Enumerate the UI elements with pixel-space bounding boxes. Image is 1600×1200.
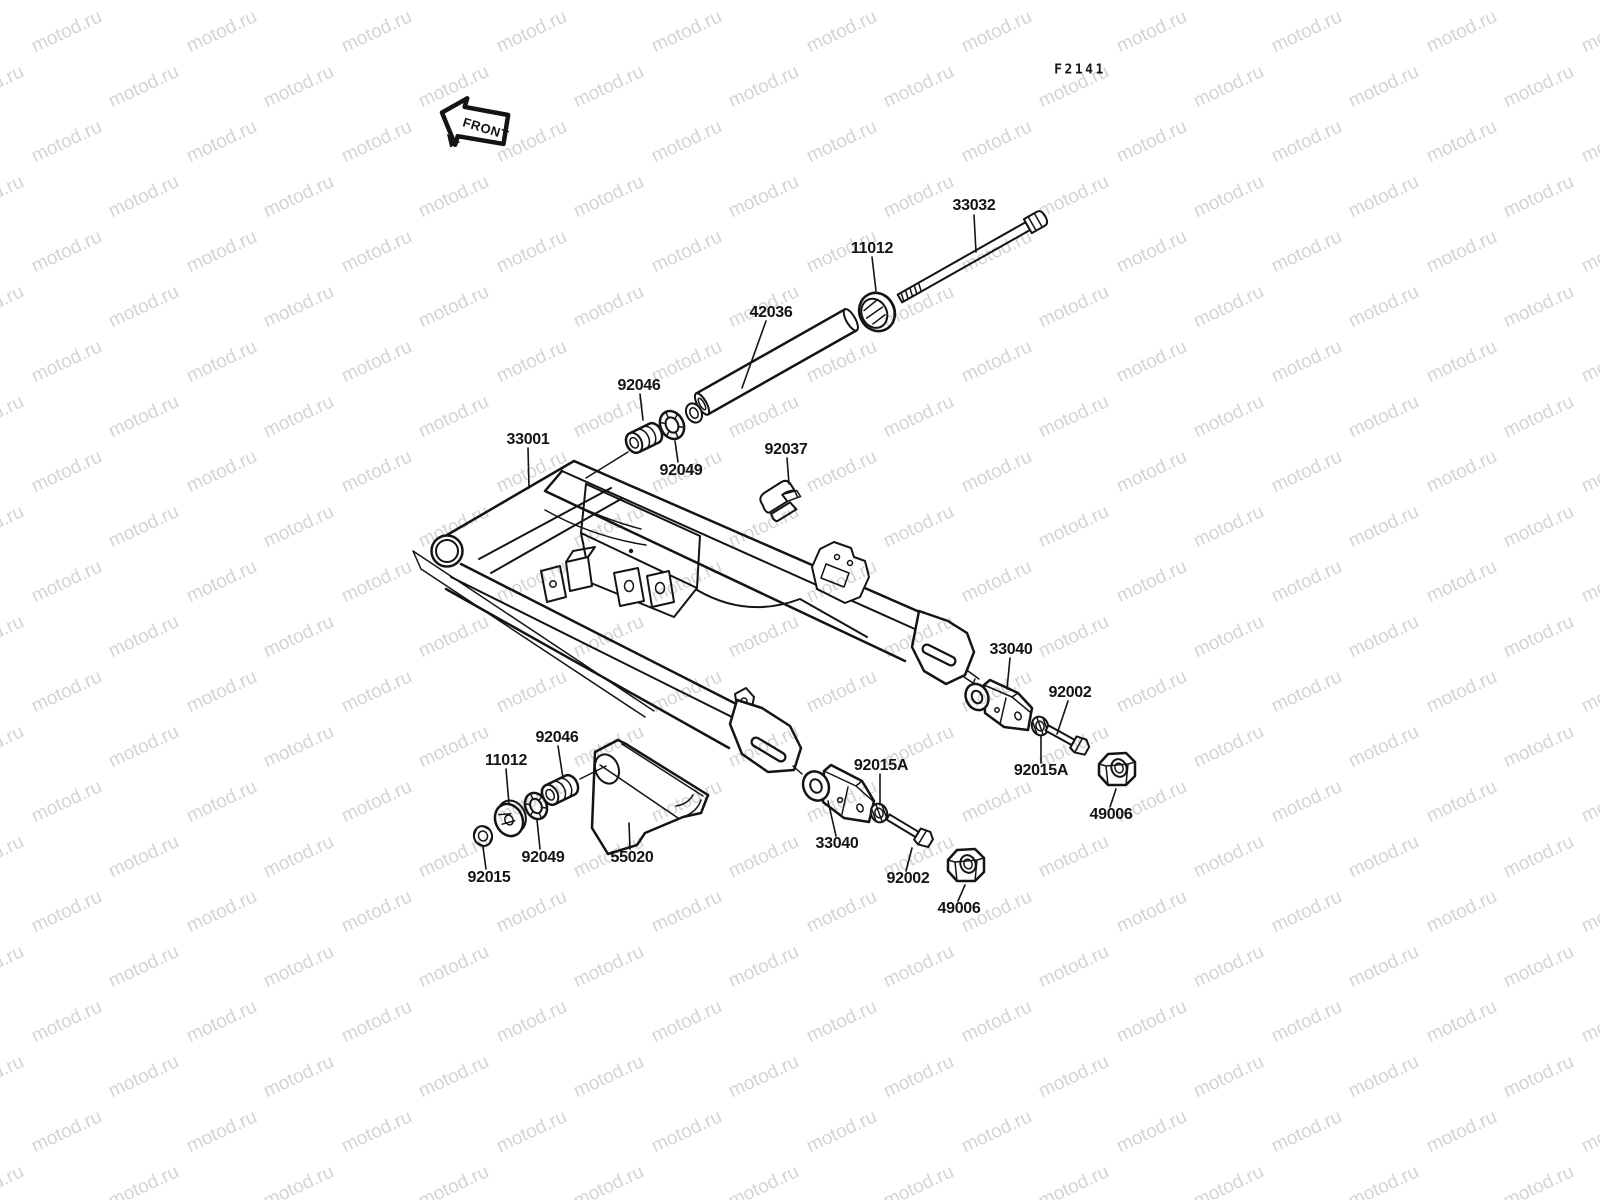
chain-guard-bracket-drawing [590, 738, 710, 856]
leader-line-pivot-bushing-lower [557, 745, 564, 779]
pivot-bolt-drawing [896, 210, 1049, 304]
leader-line-chain-adjuster-lower [827, 800, 837, 837]
leader-line-adjuster-bolt-upper [1056, 700, 1069, 735]
leader-line-pivot-bushing-upper [639, 393, 644, 421]
adjuster-bolt-lower-drawing [885, 813, 934, 849]
chain-adjuster-upper-drawing [964, 678, 1034, 732]
leader-line-chain-adjuster-upper [1006, 657, 1011, 690]
leader-line-pivot-bearing-upper [674, 440, 679, 463]
leader-line-pivot-cap-lower [505, 768, 510, 805]
bushing-lower-drawing [540, 773, 580, 807]
bushing-upper-drawing [624, 421, 664, 455]
figure-code: F2141 [1054, 62, 1106, 78]
swingarm-drawing [412, 459, 980, 775]
axle-nut-lower-drawing [946, 847, 986, 883]
part-label-adjuster-nut-small-lower: 92015A [853, 757, 909, 774]
part-label-nut-lower-left: 92015 [467, 869, 511, 886]
adjuster-nut-small-lower-drawing [869, 802, 889, 824]
part-label-adjuster-bolt-upper: 92002 [1048, 684, 1092, 701]
leader-line-nut-lower-left [482, 846, 487, 870]
pivot-cap-lower-drawing [493, 799, 527, 838]
nut-92015-drawing [472, 825, 494, 847]
assembly-axis-line [579, 765, 607, 780]
front-arrow: FRONT [439, 96, 511, 148]
part-label-adjuster-nut-small-upper: 92015A [1013, 762, 1069, 779]
part-label-axle-nut-upper: 49006 [1089, 806, 1133, 823]
part-label-pivot-cap-upper: 11012 [850, 240, 894, 257]
chain-adjuster-lower-drawing [801, 763, 876, 824]
adjuster-bolt-upper-drawing [1044, 724, 1091, 756]
assembly-axis-line-upper [585, 451, 629, 479]
axle-nut-upper-drawing [1097, 751, 1137, 787]
part-label-chain-adjuster-lower: 33040 [815, 835, 859, 852]
part-label-pivot-bushing-lower: 92046 [535, 729, 579, 746]
part-label-chain-guard-bracket: 55020 [610, 849, 654, 866]
pivot-cap-upper-drawing [857, 291, 897, 333]
part-label-adjuster-bolt-lower: 92002 [886, 870, 930, 887]
leader-line-clamp [786, 457, 790, 485]
leader-line-chain-guard-bracket [628, 822, 631, 850]
part-label-clamp: 92037 [764, 441, 808, 458]
part-label-axle-nut-lower: 49006 [937, 900, 981, 917]
leader-line-pivot-sleeve-tube [741, 320, 767, 389]
part-label-pivot-sleeve-tube: 42036 [749, 304, 793, 321]
sleeve-tube-drawing [693, 308, 859, 416]
spacer-ring-drawing [684, 402, 704, 424]
part-label-pivot-bearing-lower: 92049 [521, 849, 565, 866]
clamp-drawing [759, 479, 802, 523]
part-label-pivot-cap-lower: 11012 [484, 752, 528, 769]
leader-line-pivot-bearing-lower [536, 819, 541, 850]
leader-line-pivot-shaft-bolt [973, 214, 977, 253]
leader-line-adjuster-bolt-lower [905, 847, 913, 872]
leader-line-pivot-cap-upper [871, 256, 877, 292]
leader-lines [482, 214, 1117, 902]
part-label-chain-adjuster-upper: 33040 [989, 641, 1033, 658]
part-label-pivot-shaft-bolt: 33032 [952, 197, 996, 214]
part-label-swingarm: 33001 [506, 431, 550, 448]
part-label-pivot-bushing-upper: 92046 [617, 377, 661, 394]
leader-line-swingarm [527, 447, 530, 489]
part-label-pivot-bearing-upper: 92049 [659, 462, 703, 479]
leader-line-axle-nut-upper [1109, 788, 1117, 808]
leader-line-axle-nut-lower [957, 884, 966, 902]
